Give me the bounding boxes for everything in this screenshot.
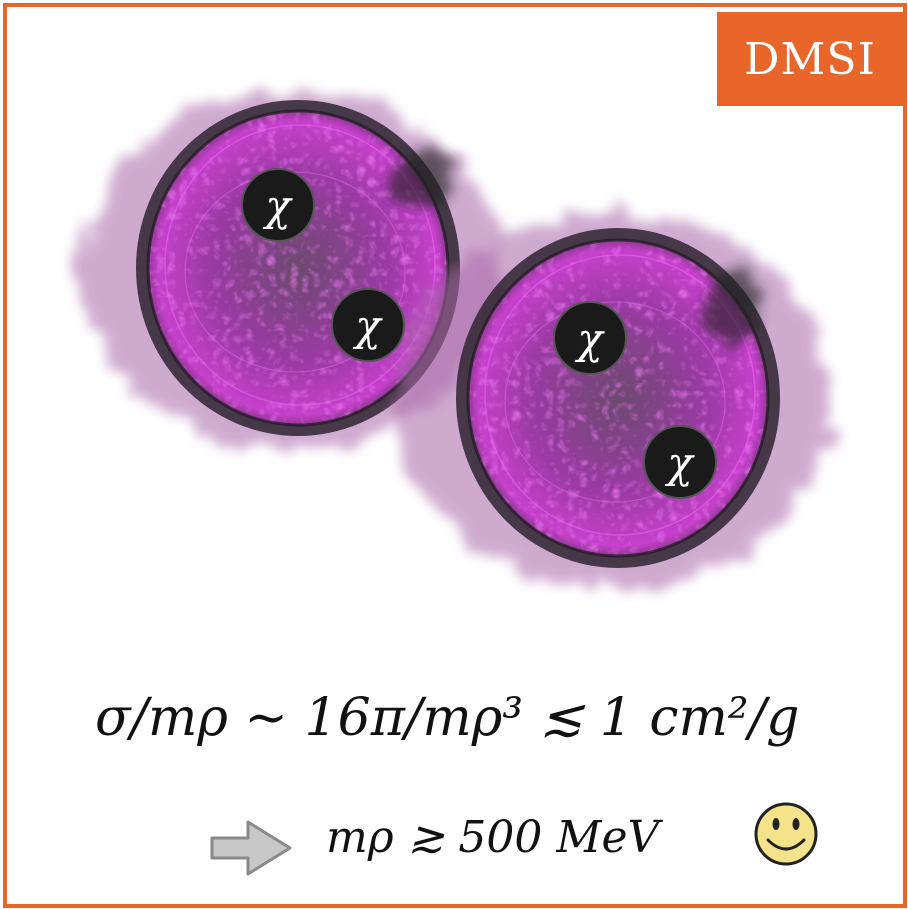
svg-text:χ: χ bbox=[664, 438, 695, 487]
chi-particle: χ bbox=[643, 425, 717, 499]
badge-label: DMSI bbox=[744, 33, 876, 85]
smiley-face-icon bbox=[754, 802, 818, 866]
cross-section-equation: σ/mρ ∼ 16π/mρ³ ≲ 1 cm²/g bbox=[95, 688, 800, 748]
chi-particle: χ bbox=[241, 168, 315, 242]
right-arrow-icon bbox=[210, 820, 292, 876]
mass-bound-equation: mρ ≳ 500 MeV bbox=[326, 812, 660, 863]
right-halo bbox=[394, 212, 830, 588]
svg-text:χ: χ bbox=[352, 301, 383, 350]
chi-particle: χ bbox=[331, 288, 405, 362]
svg-text:χ: χ bbox=[574, 314, 605, 363]
chi-particle: χ bbox=[553, 301, 627, 375]
dmsi-badge: DMSI bbox=[717, 12, 903, 106]
svg-text:χ: χ bbox=[262, 181, 293, 230]
